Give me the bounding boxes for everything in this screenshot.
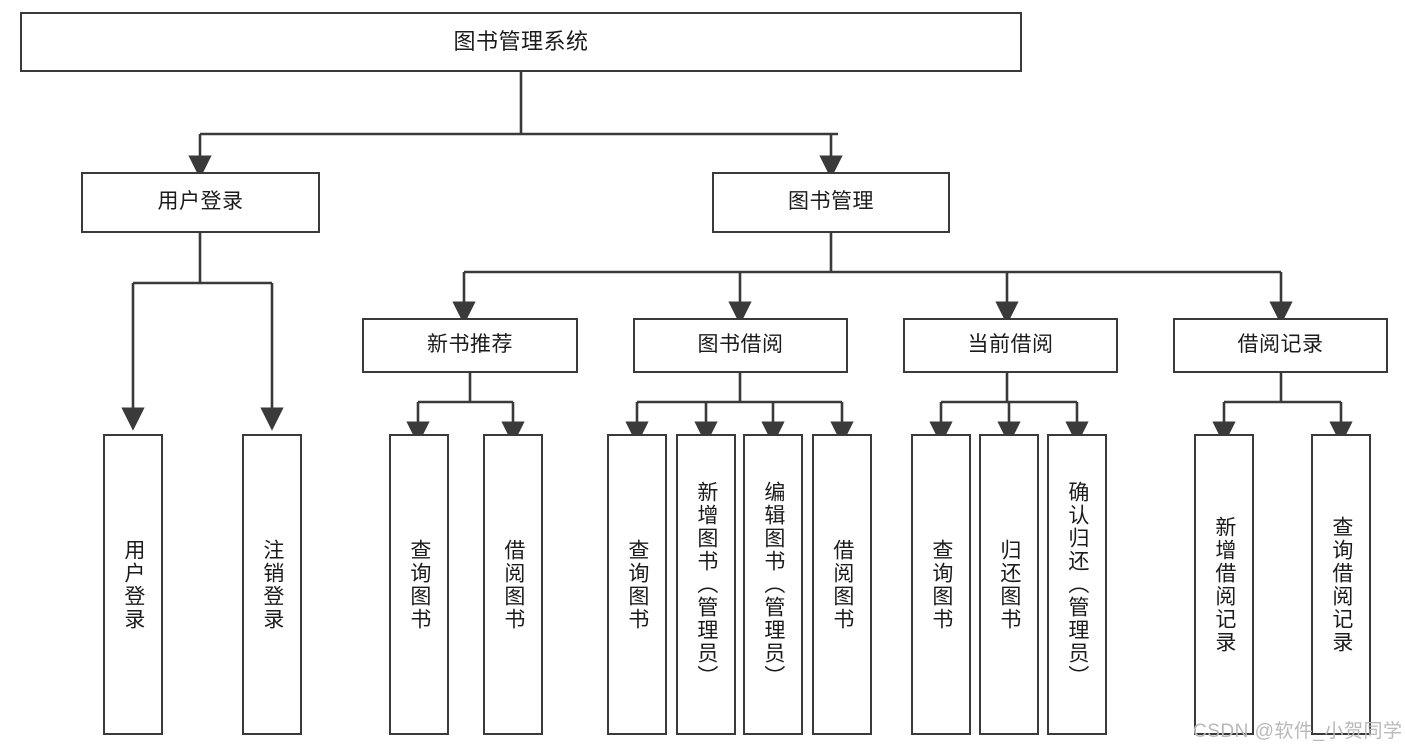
node-label: 图书管理 (788, 190, 874, 214)
node-user-login[interactable]: 用户登录 (81, 172, 320, 233)
node-label: 查询图书 (929, 538, 953, 631)
node-book-management[interactable]: 图书管理 (712, 172, 950, 233)
node-label: 查询图书 (407, 538, 431, 631)
node-new-book-recommendation[interactable]: 新书推荐 (362, 318, 578, 373)
node-label: 图书借阅 (697, 333, 784, 357)
node-label: 注销登录 (260, 538, 284, 631)
node-book-borrowing[interactable]: 图书借阅 (633, 318, 848, 373)
node-label: 借阅记录 (1237, 333, 1324, 357)
node-label: 编辑图书（管理员） (761, 481, 785, 688)
node-label: 用户登录 (121, 538, 145, 631)
node-label: 新增图书（管理员） (694, 481, 718, 688)
leaf-borrow-edit-book-admin[interactable]: 编辑图书（管理员） (743, 434, 803, 735)
leaf-newbook-query-books[interactable]: 查询图书 (389, 434, 449, 735)
node-label: 图书管理系统 (453, 29, 589, 55)
leaf-borrow-query-books[interactable]: 查询图书 (607, 434, 667, 735)
node-root-book-management-system[interactable]: 图书管理系统 (20, 12, 1022, 72)
node-label: 当前借阅 (967, 333, 1054, 357)
node-label: 用户登录 (157, 190, 244, 214)
leaf-newbook-borrow-books[interactable]: 借阅图书 (483, 434, 543, 735)
leaf-current-confirm-return-admin[interactable]: 确认归还（管理员） (1047, 434, 1107, 735)
node-borrowing-records[interactable]: 借阅记录 (1173, 318, 1388, 373)
node-label: 确认归还（管理员） (1065, 481, 1089, 688)
node-label: 借阅图书 (830, 538, 854, 631)
leaf-current-query-books[interactable]: 查询图书 (911, 434, 971, 735)
node-label: 查询图书 (625, 538, 649, 631)
node-label: 归还图书 (997, 538, 1021, 631)
leaf-user-login[interactable]: 用户登录 (103, 434, 163, 735)
leaf-logout[interactable]: 注销登录 (242, 434, 302, 735)
leaf-borrow-borrow-books[interactable]: 借阅图书 (812, 434, 872, 735)
node-label: 查询借阅记录 (1329, 515, 1353, 654)
leaf-borrow-add-book-admin[interactable]: 新增图书（管理员） (676, 434, 736, 735)
leaf-records-query-record[interactable]: 查询借阅记录 (1311, 434, 1371, 735)
csdn-watermark: CSDN @软件_小贺同学 (1193, 721, 1403, 742)
leaf-current-return-books[interactable]: 归还图书 (979, 434, 1039, 735)
node-label: 借阅图书 (501, 538, 525, 631)
node-current-borrowing[interactable]: 当前借阅 (903, 318, 1118, 373)
node-label: 新增借阅记录 (1212, 515, 1236, 654)
leaf-records-add-record[interactable]: 新增借阅记录 (1194, 434, 1254, 735)
node-label: 新书推荐 (427, 333, 513, 357)
